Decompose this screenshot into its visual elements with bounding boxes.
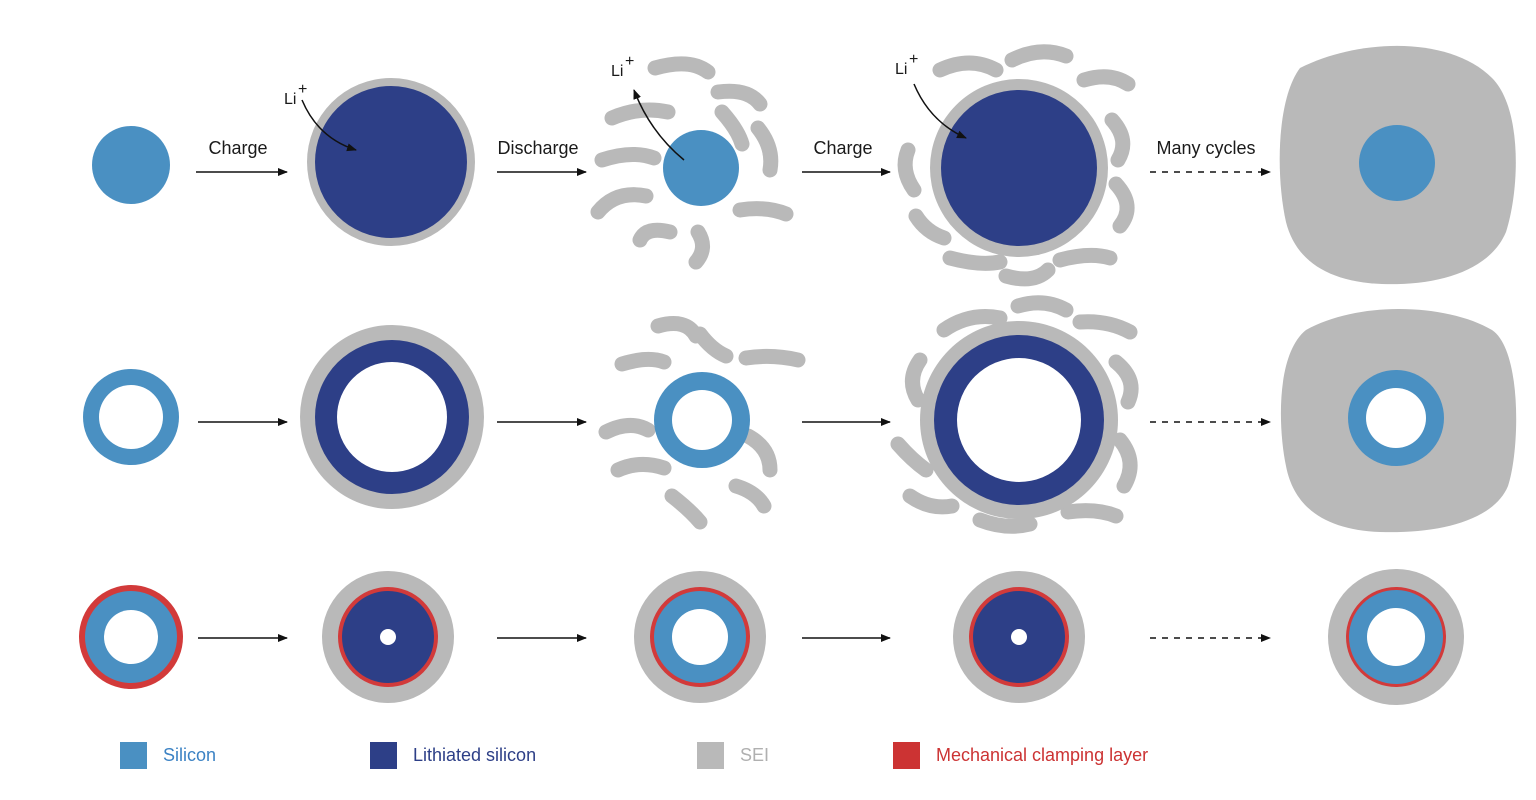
legend-clamping-layer: Mechanical clamping layer (893, 740, 1148, 770)
clamped-lithiated-particle (322, 571, 454, 703)
row-clamped-hollow-particle (79, 569, 1464, 705)
hollow-lithiated-particle (300, 325, 484, 509)
hollow-many-cycles-particle (1281, 309, 1516, 532)
svg-text:Li: Li (284, 91, 296, 108)
hollow-recharged-particle-with-sei (898, 303, 1131, 526)
many-cycles-label: Many cycles (1156, 138, 1255, 158)
svg-text:+: + (298, 81, 307, 98)
legend-label-silicon: Silicon (163, 745, 216, 766)
li-ion-label-2: Li + (611, 53, 634, 80)
legend-silicon: Silicon (120, 740, 216, 770)
legend-sei: SEI (697, 740, 769, 770)
solid-silicon-particle (92, 126, 170, 204)
charge-label: Charge (208, 138, 267, 158)
li-ion-label-3: Li + (895, 51, 918, 78)
svg-text:+: + (625, 53, 634, 70)
legend-label-clamping-layer: Mechanical clamping layer (936, 745, 1148, 766)
discharge-label: Discharge (497, 138, 578, 158)
hollow-silicon-particle (83, 369, 179, 465)
clamped-discharged-particle (634, 571, 766, 703)
solid-discharged-particle-with-sei-fragments (598, 64, 786, 262)
svg-text:+: + (909, 51, 918, 68)
clamping-layer-swatch (893, 742, 920, 769)
clamped-recharged-particle (953, 571, 1085, 703)
silicon-swatch (120, 742, 147, 769)
legend-label-sei: SEI (740, 745, 769, 766)
solid-many-cycles-particle (1280, 46, 1516, 284)
legend-label-lithiated-silicon: Lithiated silicon (413, 745, 536, 766)
hollow-discharged-particle-with-sei-fragments (606, 324, 798, 522)
solid-lithiated-particle (307, 78, 475, 246)
lithiated-silicon-swatch (370, 742, 397, 769)
legend-lithiated-silicon: Lithiated silicon (370, 740, 536, 770)
clamped-silicon-particle (79, 585, 183, 689)
row-hollow-particle (83, 303, 1516, 532)
svg-text:Li: Li (611, 63, 623, 80)
solid-recharged-particle-with-sei (905, 52, 1128, 279)
sei-swatch (697, 742, 724, 769)
charge-label-2: Charge (813, 138, 872, 158)
svg-text:Li: Li (895, 61, 907, 78)
clamped-many-cycles-particle (1328, 569, 1464, 705)
